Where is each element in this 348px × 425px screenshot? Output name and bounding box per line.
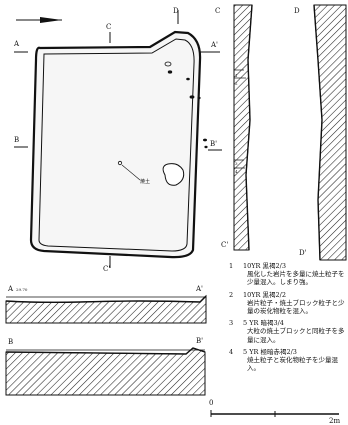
section-label-a-prime: A' (211, 41, 218, 49)
legend-number: 2 (229, 290, 234, 299)
section-label-d: D (173, 7, 179, 15)
elevation-label: 29.70 (16, 287, 28, 292)
section-a-start-label: A (8, 285, 14, 293)
legend-number: 3 (229, 319, 234, 328)
section-label-b-prime: B' (210, 140, 218, 148)
legend-color: 5 YR 極暗赤褐2/3 (243, 347, 297, 356)
legend-description: 大粒の焼土ブロックと同粒子を多量に混入。 (247, 327, 345, 344)
section-label-c-top: C (215, 7, 221, 15)
scale-end-label: 2m (329, 417, 341, 425)
profile-marker-1: 1 (235, 73, 238, 78)
section-label-c-prime: C' (103, 265, 111, 273)
section-label-d-top: D (294, 7, 300, 15)
scale-start-label: 0 (209, 399, 214, 407)
section-label-c-prime-bottom: C' (221, 241, 229, 249)
legend-entry: 2 10YR 黒褐2/2 岩片粒子・焼土ブロック粒子と少量の炭化物粒を混入。 (229, 291, 346, 316)
pit-plan (14, 10, 222, 268)
legend-description: 岩片粒子・焼土ブロック粒子と少量の炭化物粒を混入。 (247, 298, 345, 316)
section-d (313, 4, 347, 261)
scale-bar (210, 410, 339, 417)
section-c (233, 4, 253, 251)
profile-marker-4: 4 (235, 169, 238, 174)
section-b-end-label: B' (196, 337, 204, 345)
legend-description: 風化した岩片を多量に焼土粒子を少量混入。しまり強。 (247, 270, 345, 287)
section-label-a: A (14, 40, 20, 48)
section-label-c: C (106, 23, 112, 31)
legend-entry: 3 5 YR 暗褐3/4 大粒の焼土ブロックと同粒子を多量に混入。 (229, 319, 346, 344)
north-arrow-icon (16, 17, 62, 23)
legend-number: 4 (229, 347, 234, 356)
section-label-b: B (14, 136, 20, 144)
profile-marker-2: 2 (235, 81, 238, 86)
profile-marker-3: 3 (235, 161, 238, 166)
legend-description: 焼土粒子と炭化物粒子を少量混入。 (247, 356, 338, 373)
section-label-d-prime: D' (299, 249, 307, 257)
legend-number: 1 (229, 262, 234, 270)
section-a-end-label: A' (196, 285, 203, 293)
section-b (5, 347, 206, 396)
legend-entry: 1 10YR 黒褐2/3 風化した岩片を多量に焼土粒子を少量混入。しまり強。 (229, 262, 346, 287)
legend-entry: 4 5 YR 極暗赤褐2/3 焼土粒子と炭化物粒子を少量混入。 (229, 348, 346, 373)
soil-legend: 1 10YR 黒褐2/3 風化した岩片を多量に焼土粒子を少量混入。しまり強。 2… (229, 262, 346, 376)
section-a (5, 294, 207, 324)
hearth-label: 焼土 (140, 179, 151, 185)
legend-color: 10YR 黒褐2/3 (243, 262, 286, 270)
section-b-start-label: B (8, 338, 14, 346)
legend-color: 10YR 黒褐2/2 (243, 290, 286, 299)
legend-color: 5 YR 暗褐3/4 (243, 319, 284, 328)
